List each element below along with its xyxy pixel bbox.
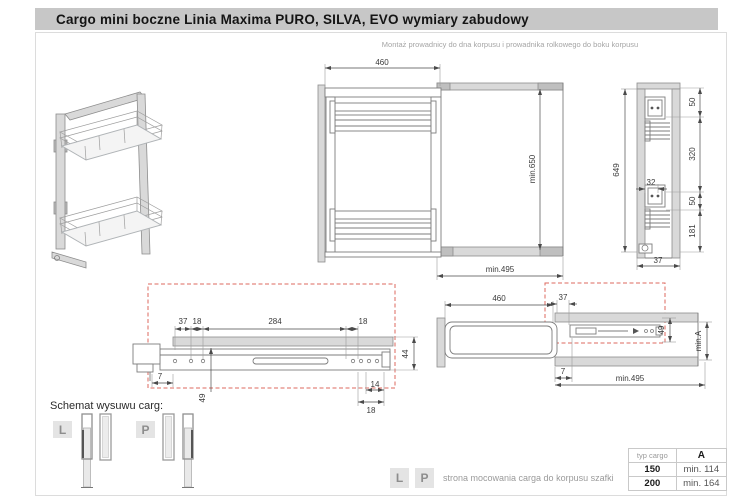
cabinet-plan xyxy=(554,312,699,367)
dimension-bracket-32: 32 xyxy=(636,178,667,193)
left-variant-letter: L xyxy=(59,423,66,437)
cargo-front-view xyxy=(324,87,442,258)
dimension-label: min.495 xyxy=(616,374,645,383)
bottom-slide-illustration xyxy=(51,251,87,269)
dimension-depth-49: 49 xyxy=(198,348,213,402)
dimension-label: 7 xyxy=(158,372,163,381)
dimension-label: 284 xyxy=(268,317,282,326)
rail-detail-drawing: 37 18 284 18 44 49 7 14 18 xyxy=(132,283,418,415)
dimension-base-37: 37 xyxy=(636,256,681,270)
dimension-front-7: 7 xyxy=(554,338,573,382)
slide-rail-plan xyxy=(569,324,663,338)
extended-basket-plan xyxy=(436,317,558,368)
content-frame xyxy=(35,32,727,496)
dimension-label: 320 xyxy=(688,147,697,161)
left-marker-chip: L xyxy=(390,468,409,488)
side-panel-section xyxy=(636,82,681,259)
dimension-a-value: min. 164 xyxy=(675,476,728,491)
page-header: Cargo mini boczne Linia Maxima PURO, SIL… xyxy=(35,8,718,30)
dimension-label: 50 xyxy=(688,196,697,205)
pullout-schematic: L P xyxy=(53,413,194,488)
dimension-label: 18 xyxy=(367,406,376,415)
side-view-drawing: 649 50 320 50 181 32 3 xyxy=(612,82,704,270)
dimension-chain-top: 37 18 284 18 xyxy=(174,317,368,359)
dimension-label: 7 xyxy=(561,367,566,376)
cabinet-carcass xyxy=(317,82,564,263)
cargo-type-value: 150 xyxy=(628,462,677,477)
dimension-label: 32 xyxy=(647,178,656,187)
dimension-label: 649 xyxy=(612,163,621,177)
right-marker-chip: P xyxy=(415,468,434,488)
dimension-label: 49 xyxy=(657,325,666,334)
dimension-label: 14 xyxy=(371,380,380,389)
dimension-label: 44 xyxy=(401,349,410,358)
dimension-label: 37 xyxy=(179,317,188,326)
schematic-right-variant: P xyxy=(136,413,194,488)
dimension-holes-14-18: 14 18 xyxy=(357,372,385,415)
dimension-gap-37: 37 xyxy=(549,293,577,325)
dimension-label: 37 xyxy=(559,293,568,302)
page-title: Cargo mini boczne Linia Maxima PURO, SIL… xyxy=(56,11,529,27)
dimension-extension-460: 460 xyxy=(444,294,554,322)
table-header-row: typ cargo A xyxy=(628,448,728,463)
dimension-height-44: 44 xyxy=(390,336,418,371)
dimension-label: min.495 xyxy=(486,265,515,274)
dimension-label: 181 xyxy=(688,224,697,238)
plan-view-drawing: 460 37 49 min.A 7 xyxy=(436,282,712,389)
dimension-chain-right: 50 320 50 181 xyxy=(666,87,704,253)
dimension-label: 18 xyxy=(193,317,202,326)
right-variant-letter: P xyxy=(141,423,149,437)
dimension-height-649: 649 xyxy=(612,88,637,253)
upper-basket-illustration xyxy=(59,110,163,161)
dimension-a-value: min. 114 xyxy=(675,462,728,477)
schemat-label: Schemat wysuwu carg: xyxy=(50,400,164,412)
mounting-side-note: strona mocowania carga do korpusu szafki xyxy=(443,473,614,483)
dimension-label: 460 xyxy=(375,58,389,67)
column-header-typ-cargo: typ cargo xyxy=(628,448,677,463)
dimension-front-7: 7 xyxy=(151,372,174,387)
dimension-label: min.650 xyxy=(528,154,537,183)
dimension-depth-min495: min.495 xyxy=(436,257,564,280)
detail-outline-dashed xyxy=(147,283,396,389)
dimension-width-460: 460 xyxy=(324,58,441,86)
dimension-label: 18 xyxy=(359,317,368,326)
dimension-width-minA: min.A xyxy=(694,321,712,361)
table-row: 150 min. 114 xyxy=(628,462,728,477)
dimension-label: 37 xyxy=(654,256,663,265)
dimension-label: min.A xyxy=(694,330,703,351)
dimension-rail-49: 49 xyxy=(657,317,676,343)
schematic-left-variant: L xyxy=(53,413,112,488)
cargo-type-table: typ cargo A 150 min. 114 200 min. 164 xyxy=(628,448,728,491)
dimension-height-min650: min.650 xyxy=(528,89,542,250)
dimension-label: 49 xyxy=(198,393,207,402)
front-view-drawing: 460 min.650 min.495 xyxy=(317,58,564,280)
mounting-note: Montaż prowadnicy do dna korpusu i prowa… xyxy=(381,40,639,49)
dimension-depth-min495: min.495 xyxy=(555,362,706,389)
cabinet-bottom-section xyxy=(172,336,394,347)
product-illustration xyxy=(51,91,163,269)
column-header-a: A xyxy=(675,448,728,463)
dimension-label: 460 xyxy=(492,294,506,303)
slide-rail xyxy=(132,343,391,381)
table-row: 200 min. 164 xyxy=(628,476,728,491)
dimension-label: 50 xyxy=(688,97,697,106)
lower-basket-illustration xyxy=(59,196,163,247)
cargo-type-value: 200 xyxy=(628,476,677,491)
